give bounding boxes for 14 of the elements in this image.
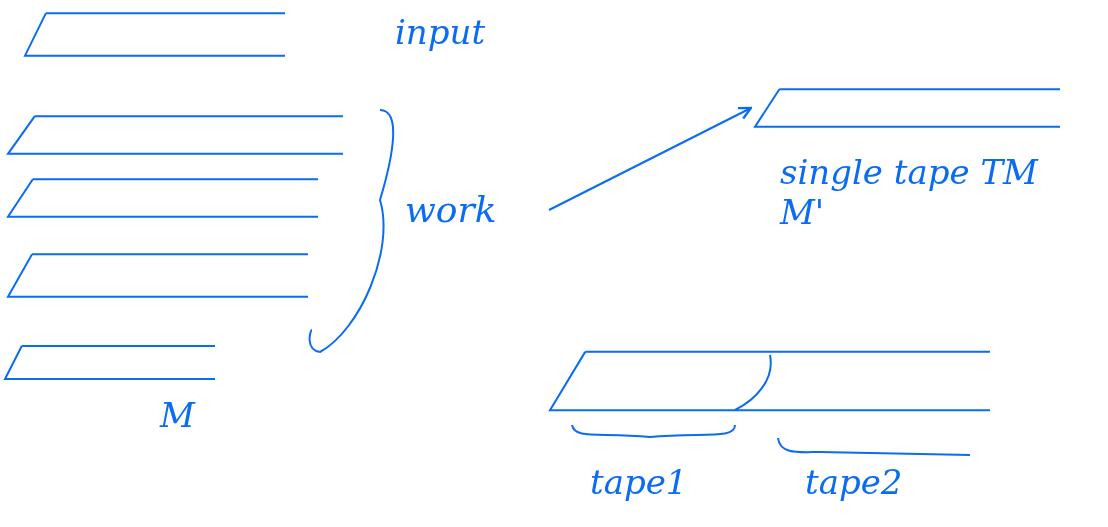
text-label: work	[405, 185, 545, 235]
machine-label: M	[160, 395, 197, 435]
tape-drawing	[5, 345, 215, 380]
tape-drawing	[550, 350, 990, 412]
tape-caption: single tape TM M'	[780, 152, 1040, 232]
tape-drawing	[755, 88, 1060, 128]
tape-section-label: tape2	[805, 462, 904, 502]
tape-drawing	[25, 12, 285, 57]
tape-drawing	[8, 178, 318, 218]
tape-drawing	[8, 115, 343, 155]
tape-caption: input	[395, 12, 487, 52]
tape-section-label: tape1	[590, 462, 689, 502]
arrow	[548, 106, 753, 211]
tape-drawing	[8, 253, 308, 298]
